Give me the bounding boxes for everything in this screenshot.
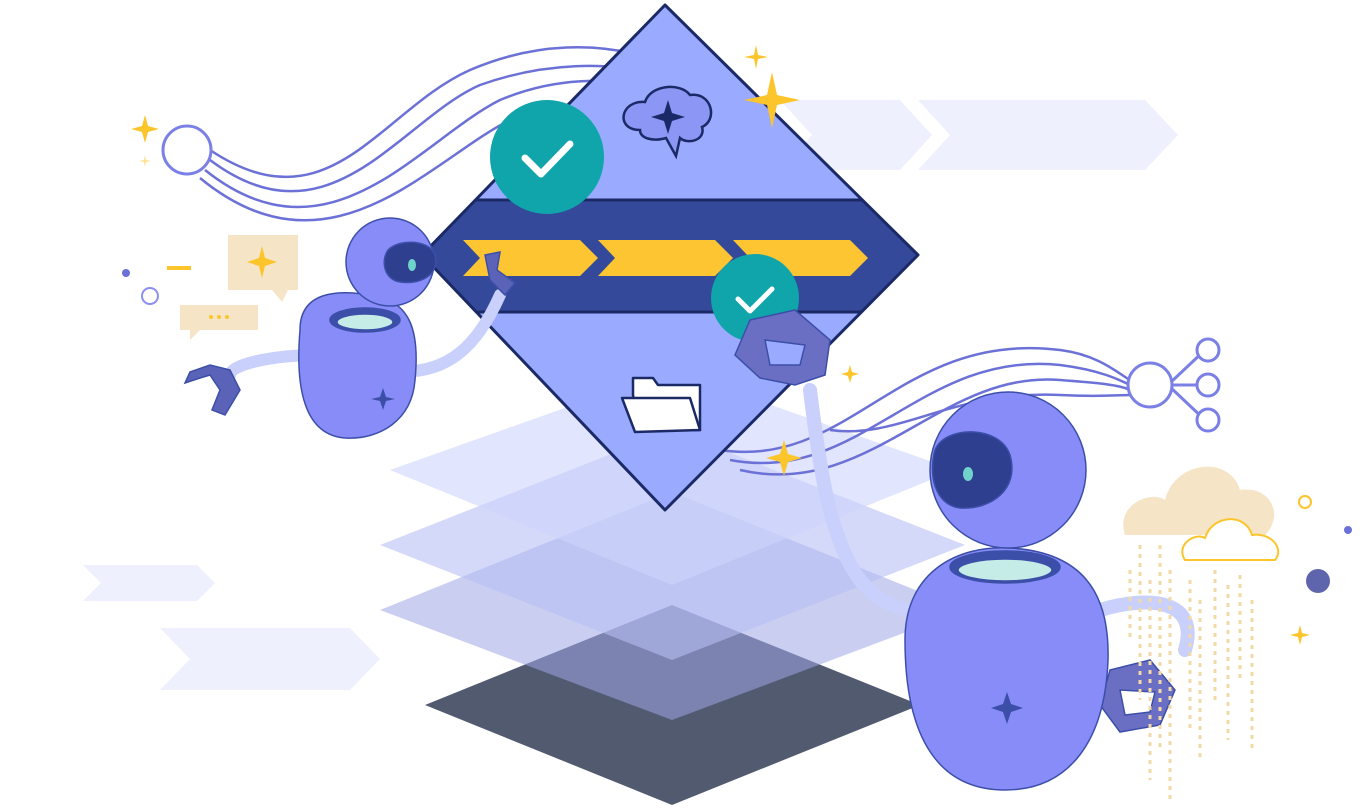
chevron-shape bbox=[780, 100, 932, 170]
chevron-step bbox=[598, 240, 733, 276]
decorative-dots bbox=[1298, 495, 1352, 593]
progress-chevrons bbox=[463, 240, 868, 276]
chat-bubble-icon bbox=[122, 235, 298, 340]
robot-right bbox=[734, 309, 1195, 791]
chevron-shape bbox=[83, 565, 215, 601]
background-chevrons bbox=[83, 100, 1178, 690]
robot-claw bbox=[484, 251, 517, 297]
data-rain bbox=[1128, 545, 1254, 800]
robot-left bbox=[183, 217, 517, 439]
folder-icon bbox=[620, 376, 702, 434]
chevron-shape bbox=[160, 628, 380, 690]
check-icon bbox=[490, 100, 604, 214]
robot-claw bbox=[734, 309, 831, 386]
brain-sparkle-icon bbox=[622, 85, 713, 160]
network-node-icon bbox=[161, 124, 1221, 433]
cloud-icon bbox=[1123, 466, 1280, 800]
chevron-step bbox=[463, 240, 598, 276]
sparkle-icon bbox=[131, 45, 1310, 645]
chevron-shape bbox=[918, 100, 1178, 170]
robot-claw bbox=[183, 364, 241, 416]
robot-claw bbox=[1099, 659, 1176, 733]
